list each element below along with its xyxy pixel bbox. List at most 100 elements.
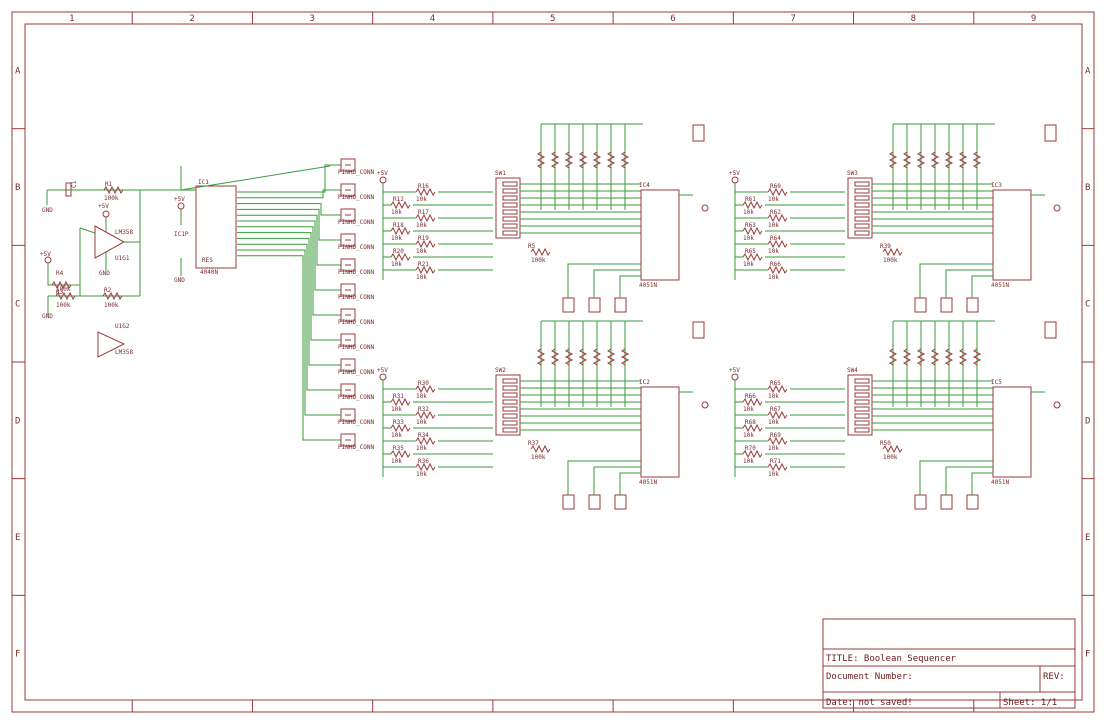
pin-header <box>588 297 601 313</box>
row-marker-right: A <box>1085 66 1091 76</box>
row-marker-right: D <box>1085 416 1090 426</box>
row-marker-right: E <box>1085 533 1090 543</box>
resistor <box>767 384 788 394</box>
resistor-value: 10k <box>768 274 779 281</box>
resistor-r3 <box>55 291 76 301</box>
resistor <box>415 265 436 275</box>
date: Date: not saved! <box>826 698 913 708</box>
resistor <box>742 226 763 236</box>
dip-switch <box>495 374 521 436</box>
resistor-value: 10k <box>768 445 779 452</box>
resistor-r2 <box>102 291 123 301</box>
dip-switch <box>847 177 873 239</box>
resistor-label: R12 <box>393 196 404 203</box>
counter-section: IC1 4040N RES +5V IC1P GND <box>140 164 341 441</box>
resistor-value: 10k <box>416 393 427 400</box>
resistor-value: 10k <box>416 419 427 426</box>
resistor-value: 10k <box>391 261 402 268</box>
resistor-value: 10k <box>743 235 754 242</box>
pin-header <box>340 358 356 372</box>
pin-header <box>692 321 705 339</box>
resistor-label: R20 <box>393 248 404 255</box>
row-marker-left: D <box>15 416 20 426</box>
svg-text:R2: R2 <box>104 287 112 294</box>
col-marker-top: 4 <box>430 14 435 24</box>
pin-header <box>340 383 356 397</box>
svg-text:100k: 100k <box>56 302 71 309</box>
row-marker-left: F <box>15 650 20 660</box>
resistor-label: R34 <box>418 432 429 439</box>
pin-header <box>340 433 356 447</box>
resistor-value: 10k <box>743 261 754 268</box>
col-marker-top: 5 <box>550 14 555 24</box>
pin-header <box>340 283 356 297</box>
conn-label: PINHD_CONN <box>338 169 375 176</box>
resistor-value: 100k <box>883 454 898 461</box>
pin-header <box>340 183 356 197</box>
resistor <box>390 200 411 210</box>
row-marker-left: E <box>15 533 20 543</box>
resistor-label: R64 <box>770 235 781 242</box>
resistor <box>390 226 411 236</box>
resistor-value: 10k <box>416 248 427 255</box>
document-number: Document Number: <box>826 672 913 682</box>
pin-header <box>940 494 953 510</box>
switch-label: SW3 <box>847 170 858 177</box>
col-marker-top: 7 <box>790 14 795 24</box>
resistor-value: 10k <box>416 274 427 281</box>
svg-text:IC1P: IC1P <box>174 231 189 238</box>
conn-label: PINHD_CONN <box>338 444 375 451</box>
svg-text:GND: GND <box>174 277 185 284</box>
resistor-value: 10k <box>743 209 754 216</box>
pin-header <box>562 297 575 313</box>
r1-label: R1 <box>105 181 113 188</box>
ic-label: IC4 <box>639 182 650 189</box>
row-marker-right: B <box>1085 183 1090 193</box>
resistor <box>767 213 788 223</box>
resistor <box>767 462 788 472</box>
resistor <box>767 187 788 197</box>
pin-headers: PINHD_CONNPINHD_CONNPINHD_CONNPINHD_CONN… <box>338 158 375 451</box>
resistor <box>767 436 788 446</box>
svg-text:100k: 100k <box>56 286 71 293</box>
resistor-value: 10k <box>768 393 779 400</box>
title-block: TITLE: Boolean Sequencer Document Number… <box>822 618 1076 709</box>
svg-text:GND: GND <box>99 270 110 277</box>
resistor-label: R65 <box>770 380 781 387</box>
resistor <box>390 423 411 433</box>
pin-header <box>614 494 627 510</box>
ic-label: IC3 <box>991 182 1002 189</box>
opamp-u1g1 <box>94 225 126 259</box>
resistor-value: 10k <box>743 432 754 439</box>
resistor <box>415 462 436 472</box>
resistor-label: R33 <box>393 419 404 426</box>
plus5-label: +5V <box>377 170 388 177</box>
resistor-value: 10k <box>416 471 427 478</box>
resistor <box>742 449 763 459</box>
row-marker-left: B <box>15 183 20 193</box>
title-text: TITLE: Boolean Sequencer <box>826 654 957 664</box>
svg-text:+5V: +5V <box>174 196 185 203</box>
ic1-counter <box>195 185 237 269</box>
resistor <box>415 187 436 197</box>
col-marker-top: 3 <box>310 14 315 24</box>
mux-ic <box>640 386 680 478</box>
col-marker-top: 9 <box>1031 14 1036 24</box>
resistor <box>742 397 763 407</box>
sheet: Sheet: 1/1 <box>1003 698 1057 708</box>
resistor-value: 100k <box>531 257 546 264</box>
plus5-label: +5V <box>377 367 388 374</box>
mux-ic <box>992 386 1032 478</box>
resistor <box>415 213 436 223</box>
pin-header <box>1044 124 1057 142</box>
row-marker-right: C <box>1085 300 1090 310</box>
pin-header <box>614 297 627 313</box>
pin-header <box>588 494 601 510</box>
plus5-label: +5V <box>729 170 740 177</box>
col-marker-top: 6 <box>670 14 675 24</box>
plus5-label: +5V <box>729 367 740 374</box>
